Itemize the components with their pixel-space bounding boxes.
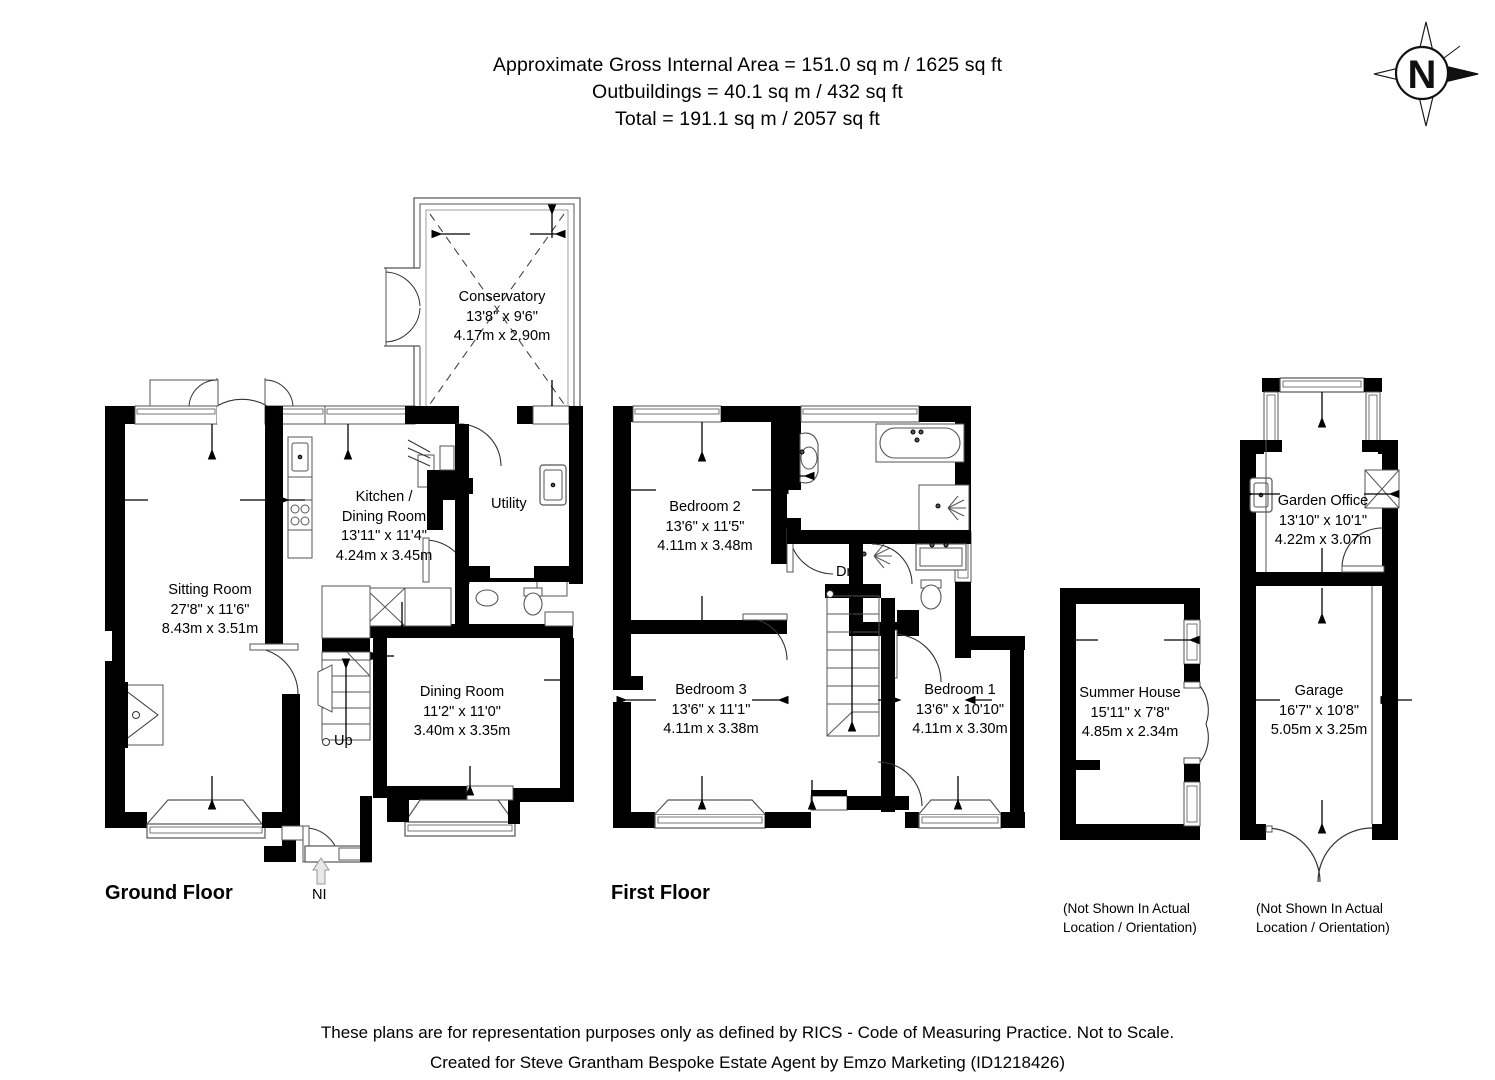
garden-office-imperial: 13'10" x 10'1": [1278, 512, 1368, 529]
kitchen-dining-name-line2: Dining Room: [341, 508, 427, 525]
ground-floor-plan: [105, 378, 583, 863]
sitting-room-name: Sitting Room: [168, 582, 252, 598]
compass-north-letter: N: [1408, 53, 1437, 97]
kitchen-dining-imperial: 13'11" x 11'4": [341, 528, 427, 544]
ground-floor-title: Ground Floor: [105, 882, 233, 904]
summer-house-metric: 4.85m x 2.34m: [1081, 724, 1179, 740]
room-label-utility: Utility: [491, 496, 527, 512]
bedroom-2-name: Bedroom 2: [669, 499, 741, 515]
summer-house-location-note: (Not Shown In Actual Location / Orientat…: [1063, 899, 1197, 937]
north-indicator-arrow-icon: [312, 857, 330, 885]
room-label-bedroom-2: Bedroom 2 13'6" x 11'5" 4.11m x 3.48m: [595, 498, 815, 557]
room-label-kitchen-dining: Kitchen / Dining Room 13'11" x 11'4" 4.2…: [272, 488, 496, 566]
bedroom-2-imperial: 13'6" x 11'5": [665, 518, 745, 535]
room-label-conservatory: Conservatory 13'8" x 9'6" 4.17m x 2.90m: [388, 288, 616, 347]
garage-note-line1: (Not Shown In Actual: [1256, 901, 1383, 916]
stairs-down-label: Dn: [836, 564, 855, 580]
room-label-garden-office: Garden Office 13'10" x 10'1" 4.22m x 3.0…: [1213, 492, 1433, 551]
summer-house-imperial: 15'11" x 7'8": [1090, 704, 1170, 721]
conservatory-imperial: 13'8" x 9'6": [466, 308, 538, 325]
garden-office-name: Garden Office: [1277, 493, 1369, 509]
conservatory-name: Conservatory: [458, 289, 546, 305]
gross-internal-area-line: Approximate Gross Internal Area = 151.0 …: [492, 54, 1003, 76]
room-label-garage: Garage 16'7" x 10'8" 5.05m x 3.25m: [1209, 682, 1429, 741]
garage-location-note: (Not Shown In Actual Location / Orientat…: [1256, 899, 1390, 937]
first-floor-title: First Floor: [611, 882, 710, 904]
first-floor-plan: [613, 405, 1025, 829]
summer-house-note-line2: Location / Orientation): [1063, 920, 1197, 935]
bedroom-3-name: Bedroom 3: [675, 682, 747, 698]
rics-disclaimer-line: These plans are for representation purpo…: [320, 1023, 1175, 1042]
room-label-bedroom-1: Bedroom 1 13'6" x 10'10" 4.11m x 3.30m: [850, 681, 1070, 740]
outbuildings-area-line: Outbuildings = 40.1 sq m / 432 sq ft: [592, 81, 903, 103]
dining-room-imperial: 11'2" x 11'0": [423, 703, 501, 720]
summer-house-plan: [1060, 588, 1209, 840]
garage-imperial: 16'7" x 10'8": [1278, 702, 1360, 719]
garage-name: Garage: [1294, 683, 1344, 699]
room-label-summer-house: Summer House 15'11" x 7'8" 4.85m x 2.34m: [1020, 684, 1240, 743]
bedroom-3-imperial: 13'6" x 11'1": [671, 701, 751, 718]
stairs-up-label: Up: [334, 733, 353, 749]
garden-office-metric: 4.22m x 3.07m: [1274, 532, 1372, 548]
kitchen-dining-metric: 4.24m x 3.45m: [335, 547, 433, 564]
garage-garden-office-plan: [1240, 377, 1412, 883]
total-area-line: Total = 191.1 sq m / 2057 sq ft: [615, 108, 880, 130]
kitchen-dining-name-line1: Kitchen /: [355, 489, 413, 505]
compass-rose-icon: N: [1370, 18, 1482, 130]
disclaimer-footer: These plans are for representation purpo…: [0, 1018, 1495, 1078]
bedroom-3-metric: 4.11m x 3.38m: [663, 721, 759, 737]
summer-house-name: Summer House: [1079, 685, 1181, 701]
north-indicator-label: NI: [312, 887, 327, 903]
conservatory-structure: [383, 197, 581, 414]
dining-room-metric: 3.40m x 3.35m: [413, 723, 511, 739]
created-by-line: Created for Steve Grantham Bespoke Estat…: [429, 1053, 1065, 1072]
area-summary: Approximate Gross Internal Area = 151.0 …: [0, 52, 1495, 133]
garage-metric: 5.05m x 3.25m: [1270, 722, 1368, 738]
garage-note-line2: Location / Orientation): [1256, 920, 1390, 935]
room-label-sitting-room: Sitting Room 27'8" x 11'6" 8.43m x 3.51m: [100, 581, 320, 640]
bedroom-1-metric: 4.11m x 3.30m: [912, 721, 1008, 737]
dining-room-name: Dining Room: [419, 684, 505, 700]
summer-house-note-line1: (Not Shown In Actual: [1063, 901, 1190, 916]
conservatory-metric: 4.17m x 2.90m: [453, 328, 551, 344]
sitting-room-metric: 8.43m x 3.51m: [161, 621, 259, 637]
sitting-room-imperial: 27'8" x 11'6": [170, 601, 250, 618]
room-label-bedroom-3: Bedroom 3 13'6" x 11'1" 4.11m x 3.38m: [601, 681, 821, 740]
bedroom-1-name: Bedroom 1: [924, 682, 996, 698]
bedroom-1-imperial: 13'6" x 10'10": [915, 701, 1005, 718]
room-label-dining-room: Dining Room 11'2" x 11'0" 3.40m x 3.35m: [352, 683, 572, 742]
bedroom-2-metric: 4.11m x 3.48m: [657, 538, 753, 554]
